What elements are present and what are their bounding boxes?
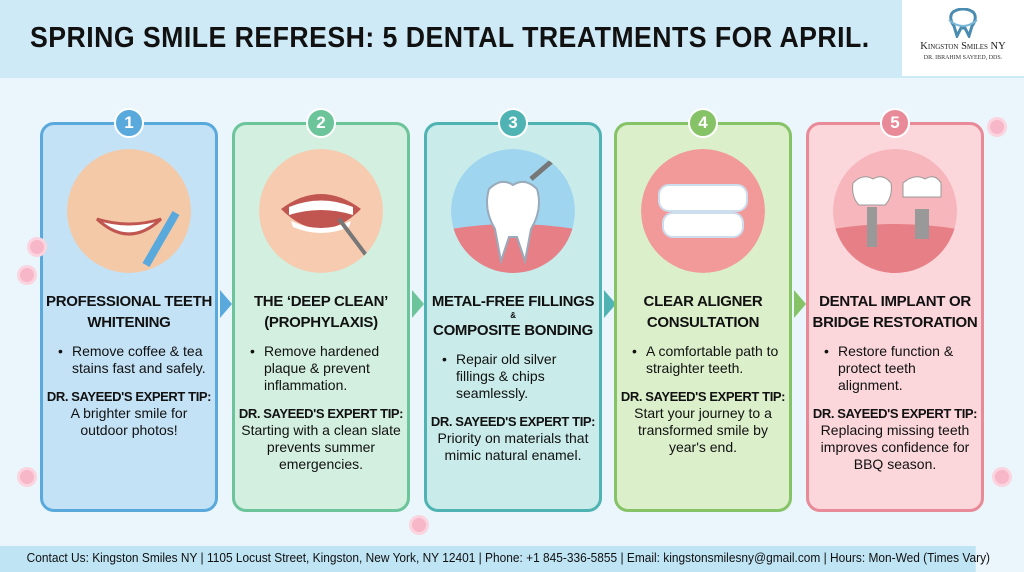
treatment-card-5: DENTAL IMPLANT OR BRIDGE RESTORATION Res… <box>806 122 984 512</box>
step-number-badge: 1 <box>114 108 144 138</box>
tip-label: DR. SAYEED'S EXPERT TIP: <box>430 414 596 429</box>
whitening-smile-icon <box>67 149 191 273</box>
card-title: PROFESSIONAL TEETH WHITENING <box>46 293 213 331</box>
tip-text: Replacing missing teeth improves confide… <box>820 422 970 472</box>
tip-text: Start your journey to a transformed smil… <box>634 405 772 455</box>
next-arrow-icon <box>794 290 806 318</box>
expert-tip: DR. SAYEED'S EXPERT TIP:A brighter smile… <box>46 389 212 439</box>
flower-decoration <box>995 470 1009 484</box>
flower-decoration <box>30 240 44 254</box>
card-bullet: Remove hardened plaque & prevent inflamm… <box>250 343 400 394</box>
tip-text: Priority on materials that mimic natural… <box>437 430 589 463</box>
dental-scaler-icon <box>259 149 383 273</box>
treatment-card-4: CLEAR ALIGNER CONSULTATION A comfortable… <box>614 122 792 512</box>
clear-aligner-icon <box>641 149 765 273</box>
logo-doctor: DR. IBRAHIM SAYEED, DDS. <box>923 55 1003 61</box>
treatment-card-2: THE ‘DEEP CLEAN’ (PROPHYLAXIS) Remove ha… <box>232 122 410 512</box>
tip-label: DR. SAYEED'S EXPERT TIP: <box>812 406 978 421</box>
logo: Kingston Smiles NY DR. IBRAHIM SAYEED, D… <box>902 0 1024 76</box>
tip-text: Starting with a clean slate prevents sum… <box>241 422 401 472</box>
contact-footer: Contact Us: Kingston Smiles NY | 1105 Lo… <box>0 546 990 572</box>
next-arrow-icon <box>220 290 232 318</box>
header-banner: SPRING SMILE REFRESH: 5 DENTAL TREATMENT… <box>0 0 1024 78</box>
card-title-amp: & <box>510 311 516 320</box>
step-number-badge: 4 <box>688 108 718 138</box>
logo-name: Kingston Smiles NY <box>920 41 1006 52</box>
card-title: DENTAL IMPLANT OR BRIDGE RESTORATION <box>812 293 978 331</box>
step-number-badge: 3 <box>498 108 528 138</box>
step-number-badge: 5 <box>880 108 910 138</box>
dental-implant-icon <box>833 149 957 273</box>
expert-tip: DR. SAYEED'S EXPERT TIP:Replacing missin… <box>812 406 978 473</box>
page-title: SPRING SMILE REFRESH: 5 DENTAL TREATMENT… <box>30 22 870 54</box>
tip-text: A brighter smile for outdoor photos! <box>70 405 188 438</box>
step-number-badge: 2 <box>306 108 336 138</box>
tip-label: DR. SAYEED'S EXPERT TIP: <box>238 406 404 421</box>
tooth-filling-icon <box>451 149 575 273</box>
tooth-logo-icon <box>948 8 978 38</box>
expert-tip: DR. SAYEED'S EXPERT TIP:Start your journ… <box>620 389 786 456</box>
card-bullet: Restore function & protect teeth alignme… <box>824 343 974 394</box>
flower-decoration <box>20 470 34 484</box>
card-bullet: A comfortable path to straighter teeth. <box>632 343 782 377</box>
flower-decoration <box>990 120 1004 134</box>
next-arrow-icon <box>604 290 616 318</box>
flower-decoration <box>412 518 426 532</box>
expert-tip: DR. SAYEED'S EXPERT TIP:Starting with a … <box>238 406 404 473</box>
next-arrow-icon <box>412 290 424 318</box>
flower-decoration <box>20 268 34 282</box>
tip-label: DR. SAYEED'S EXPERT TIP: <box>620 389 786 404</box>
card-bullet: Repair old silver fillings & chips seaml… <box>442 351 592 402</box>
card-bullet: Remove coffee & tea stains fast and safe… <box>58 343 208 377</box>
treatment-card-1: PROFESSIONAL TEETH WHITENING Remove coff… <box>40 122 218 512</box>
card-title: CLEAR ALIGNER CONSULTATION <box>643 293 763 331</box>
tip-label: DR. SAYEED'S EXPERT TIP: <box>46 389 212 404</box>
treatment-card-3: METAL-FREE FILLINGS& COMPOSITE BONDING Re… <box>424 122 602 512</box>
card-title: METAL-FREE FILLINGS& COMPOSITE BONDING <box>430 291 596 341</box>
card-title-line1: METAL-FREE FILLINGS <box>431 293 595 310</box>
expert-tip: DR. SAYEED'S EXPERT TIP:Priority on mate… <box>430 414 596 464</box>
card-title-line2: COMPOSITE BONDING <box>433 322 593 339</box>
card-title: THE ‘DEEP CLEAN’ (PROPHYLAXIS) <box>253 293 389 331</box>
